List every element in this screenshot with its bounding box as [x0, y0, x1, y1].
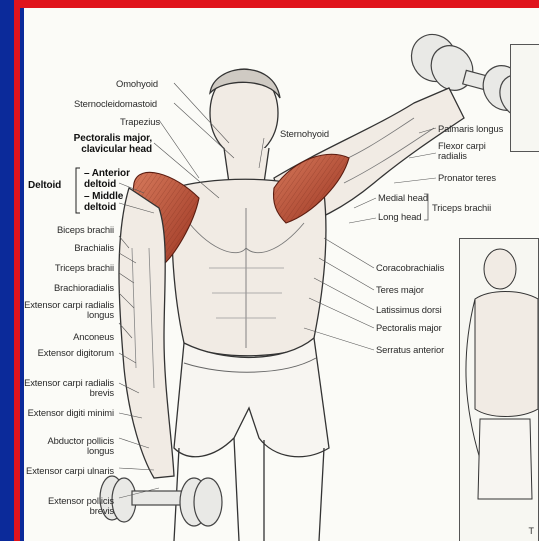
- label-pectoralis-major-clavicular: Pectoralis major, clavicular head: [34, 133, 152, 155]
- label-ext-carpi-ulnaris: Extensor carpi ulnaris: [24, 466, 114, 476]
- inset-panel-back-view: T: [459, 238, 539, 541]
- lower-dumbbell: [100, 476, 222, 526]
- label-triceps-brachii-right: Triceps brachii: [432, 202, 491, 213]
- label-medial-head: Medial head: [378, 192, 428, 203]
- label-biceps-brachii: Biceps brachii: [24, 224, 114, 235]
- label-sternocleidomastoid: Sternocleidomastoid: [74, 98, 157, 109]
- label-ext-carpi-radialis-longus: Extensor carpi radialis longus: [24, 300, 114, 320]
- label-flexor-carpi-radialis: Flexor carpi radialis: [438, 141, 508, 161]
- label-teres-major: Teres major: [376, 284, 424, 295]
- label-sternohyoid: Sternohyoid: [280, 128, 329, 139]
- anatomy-illustration-panel: T Omohyoid Sternocleidomastoid Trapezius…: [24, 8, 539, 541]
- label-abductor-pollicis-longus: Abductor pollicis longus: [24, 436, 114, 456]
- label-coracobrachialis: Coracobrachialis: [376, 262, 444, 273]
- red-border-top: [20, 0, 539, 8]
- label-deltoid: Deltoid: [28, 180, 61, 191]
- label-ext-digiti-minimi: Extensor digiti minimi: [24, 408, 114, 418]
- head: [210, 69, 280, 183]
- label-anconeus: Anconeus: [24, 331, 114, 342]
- label-serratus-anterior: Serratus anterior: [376, 344, 444, 355]
- label-brachioradialis: Brachioradialis: [24, 282, 114, 293]
- inset-panel-letter: T: [529, 526, 535, 536]
- label-anterior-deltoid: – Anterior deltoid: [84, 168, 150, 190]
- left-frame: [0, 0, 24, 541]
- label-ext-digitorum: Extensor digitorum: [24, 348, 114, 358]
- label-palmaris-longus: Palmaris longus: [438, 123, 503, 134]
- label-brachialis: Brachialis: [24, 242, 114, 253]
- label-pectoralis-major: Pectoralis major: [376, 322, 442, 333]
- inset-panel-top: [510, 44, 539, 152]
- label-latissimus-dorsi: Latissimus dorsi: [376, 304, 442, 315]
- back-view-figure: [460, 239, 538, 541]
- label-ext-carpi-radialis-brevis: Extensor carpi radialis brevis: [24, 378, 114, 398]
- label-trapezius: Trapezius: [120, 116, 160, 127]
- red-border-left: [14, 0, 20, 541]
- label-omohyoid: Omohyoid: [116, 78, 158, 89]
- label-middle-deltoid: – Middle deltoid: [84, 191, 150, 213]
- label-ext-pollicis-brevis: Extensor pollicis brevis: [24, 496, 114, 516]
- label-pronator-teres: Pronator teres: [438, 172, 496, 183]
- label-long-head: Long head: [378, 211, 421, 222]
- label-triceps-brachii-left: Triceps brachii: [24, 262, 114, 273]
